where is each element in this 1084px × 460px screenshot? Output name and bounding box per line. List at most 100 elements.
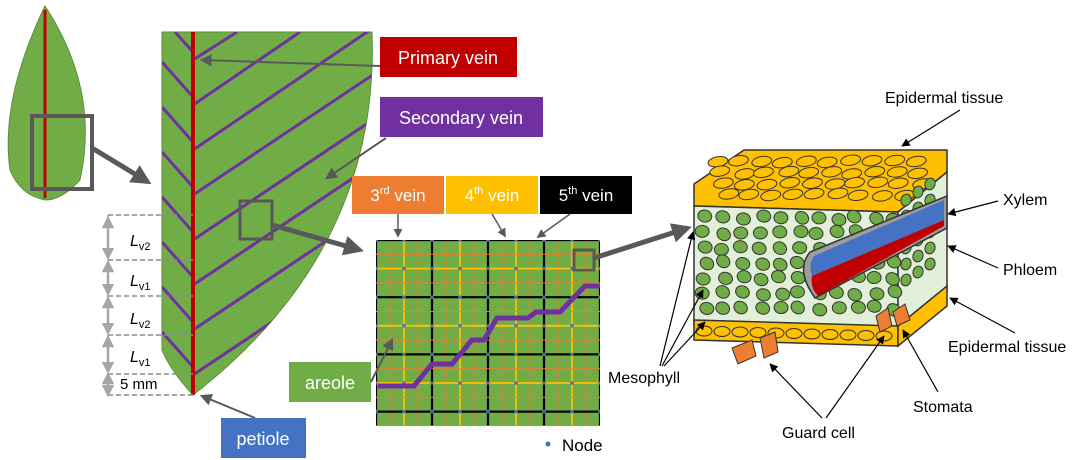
mesophyll-cell [869,287,885,301]
epidermal-cell [802,177,823,189]
epidermal-cell [709,165,731,177]
primary-vein-pointer [199,54,381,67]
grid-node [376,324,378,328]
epidermal-cell [760,189,782,202]
mesophyll-cell [887,284,903,299]
epidermal-cell [749,327,767,338]
mesophyll-cell [912,265,924,279]
grid-node [570,381,574,385]
mesophyll-cell [718,271,733,285]
mesophyll-cell [735,285,750,299]
grid-node [514,240,518,242]
spacing-lv1-b: Lv1 [130,349,151,369]
secondary-vein-label-box [380,97,543,137]
grid-node [598,295,600,299]
epidermal-cell [795,155,817,167]
mesophyll-cell [752,226,768,240]
grid-node [458,381,462,385]
mesophyll-cell [866,271,882,285]
node-legend-label: Node [562,436,603,455]
mesophyll-cell [753,272,769,287]
leaf-section [161,31,373,396]
grid-node [430,295,434,300]
xylem-band [810,200,944,276]
spacing-lv1-a: Lv1 [130,273,151,293]
mesophyll-cell [736,270,752,284]
vascular-bundle [802,194,948,299]
epidermal-cell [728,155,749,167]
mesophyll-cell [794,210,810,225]
mesophyll-cell [716,254,731,269]
mesophyll-cell [846,209,862,224]
grid-node [376,409,378,414]
epidermal-top-pointer [901,109,961,147]
grid-node [486,266,490,271]
grid-node [542,324,546,328]
xylem-label: Xylem [1003,192,1047,209]
stomata-label: Stomata [913,399,973,416]
areole-path [378,283,600,389]
mesophyll-cell [733,226,749,240]
mesophyll-cell [847,287,863,302]
grid-node [486,295,490,300]
mesophyll-cell [790,300,805,315]
epidermal-cell [905,155,927,168]
grid-node [458,240,462,242]
mesophyll-cell [733,300,748,315]
epidermal-cell [731,326,749,338]
grid-node [430,381,434,385]
epidermal-cell [867,176,889,188]
grid-node [598,409,600,414]
mesophyll-cell [755,288,771,302]
mesophyll-cell [699,256,715,271]
guard-cell-label: Guard cell [782,425,855,442]
grid-node [542,240,546,242]
mesophyll-cell [772,225,788,239]
mesophyll-cell [773,211,789,225]
areole-label-box [289,362,371,402]
mesophyll-cell [715,301,731,315]
epidermal-cell [779,176,801,189]
grid-node [542,295,546,300]
grid-node [376,295,378,299]
mesophyll-label: Mesophyll [608,370,680,387]
secondary-vein-label: Secondary vein [399,108,523,128]
epidermal-cell [785,328,803,339]
epidermal-cell [753,166,774,179]
mesophyll-cell [735,212,751,226]
epidermal-cell [695,325,713,337]
mesophyll-cell [775,287,791,301]
grid-node [514,324,518,328]
grid-node [514,381,518,385]
grid-node [570,240,574,242]
five-mm-label: 5 mm [120,376,158,393]
zoom-box-leaf [238,199,274,241]
mesophyll-cell [772,241,788,256]
mesophyll-cell [924,241,936,255]
epidermal-cell [847,189,869,202]
grid-node [570,409,574,414]
mesophyll-cell [751,241,767,255]
secondary-vein-pointer [325,137,387,180]
grid-node [402,295,406,300]
grid-node [430,324,434,328]
mesophyll-cell [885,272,900,286]
epidermal-cell [839,329,857,341]
mesophyll-cell [792,241,808,255]
zoom-box-grid [572,248,596,272]
grid-node [570,324,574,328]
grid-node [514,352,518,357]
grid-node [430,266,434,271]
primary-vein-label-box [380,37,517,77]
grid-node [402,240,406,242]
epidermal-cell [872,190,893,202]
grid-node [402,409,406,414]
mesophyll-cell [831,301,847,315]
mesophyll-cell [695,272,711,286]
grid-node [542,409,546,414]
epidermal-cell [782,188,804,201]
node-legend-dot [545,441,551,447]
grid-node [402,324,406,328]
epidermal-cell [713,177,734,189]
zoom-arrow-section [593,223,692,261]
